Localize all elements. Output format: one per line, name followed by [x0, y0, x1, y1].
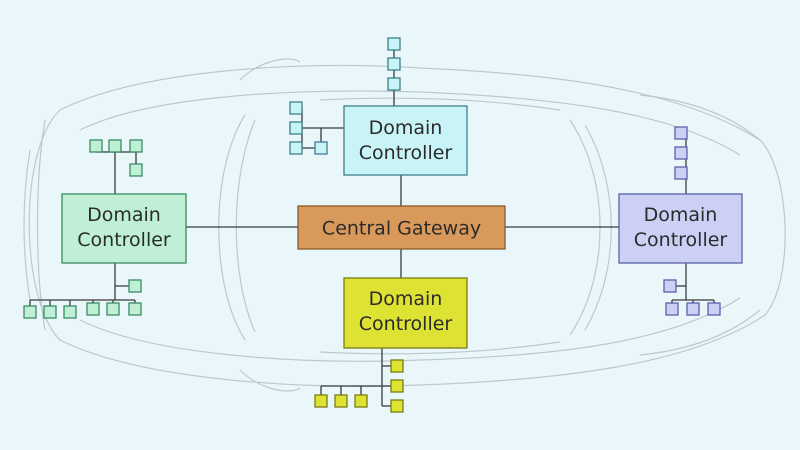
domain-controller-left-label-line2: Controller	[77, 229, 171, 251]
left-domain-nodes	[23, 139, 143, 319]
ecu-node	[23, 305, 37, 319]
ecu-node	[289, 101, 303, 115]
central-gateway: Central Gateway	[297, 205, 506, 250]
central-gateway-box	[297, 205, 506, 250]
ecu-node	[89, 139, 103, 153]
ecu-node	[86, 302, 100, 316]
ecu-node	[106, 302, 120, 316]
ecu-node	[108, 139, 122, 153]
domain-controller-left-label-line1: Domain	[87, 204, 161, 226]
ecu-node	[390, 359, 404, 373]
ecu-node	[128, 279, 142, 293]
ecu-node	[674, 166, 688, 180]
ecu-node	[387, 57, 401, 71]
car-outline-drawing	[23, 58, 786, 392]
domain-controller-top-label-line1: Domain	[369, 117, 443, 139]
ecu-node	[387, 37, 401, 51]
ecu-node	[129, 163, 143, 177]
domain-controller-right-box	[618, 193, 743, 264]
ecu-node	[43, 305, 57, 319]
domain-controller-top-box	[343, 105, 468, 176]
domain-controller-bottom-label-line2: Controller	[359, 313, 453, 335]
domain-controller-top: Domain Controller	[343, 105, 468, 176]
domain-controller-right-label-line2: Controller	[634, 229, 728, 251]
domain-controller-top-label-line2: Controller	[359, 142, 453, 164]
ecu-node	[129, 139, 143, 153]
ecu-node	[665, 302, 679, 316]
ecu-node	[674, 126, 688, 140]
domain-controller-right: Domain Controller	[618, 193, 743, 264]
ecu-node	[334, 394, 348, 408]
ecu-node	[63, 305, 77, 319]
ecu-node	[686, 302, 700, 316]
domain-controller-bottom-box	[343, 277, 468, 349]
ecu-node	[314, 394, 328, 408]
ecu-node	[390, 399, 404, 413]
central-gateway-label: Central Gateway	[322, 218, 481, 240]
bottom-domain-nodes	[314, 359, 404, 413]
ecu-node	[289, 141, 303, 155]
ecu-node	[289, 121, 303, 135]
ecu-node	[663, 279, 677, 293]
ecu-node	[390, 379, 404, 393]
domain-controller-left: Domain Controller	[61, 193, 187, 264]
ecu-node	[707, 302, 721, 316]
ecu-node	[674, 146, 688, 160]
domain-controller-bottom: Domain Controller	[343, 277, 468, 349]
ecu-node	[387, 77, 401, 91]
domain-controller-bottom-label-line1: Domain	[369, 288, 443, 310]
domain-controller-left-box	[61, 193, 187, 264]
right-domain-nodes	[663, 126, 721, 316]
domain-controller-right-label-line1: Domain	[644, 204, 718, 226]
ecu-node	[354, 394, 368, 408]
ecu-node	[314, 141, 328, 155]
ecu-node	[128, 302, 142, 316]
top-domain-nodes	[289, 37, 401, 155]
